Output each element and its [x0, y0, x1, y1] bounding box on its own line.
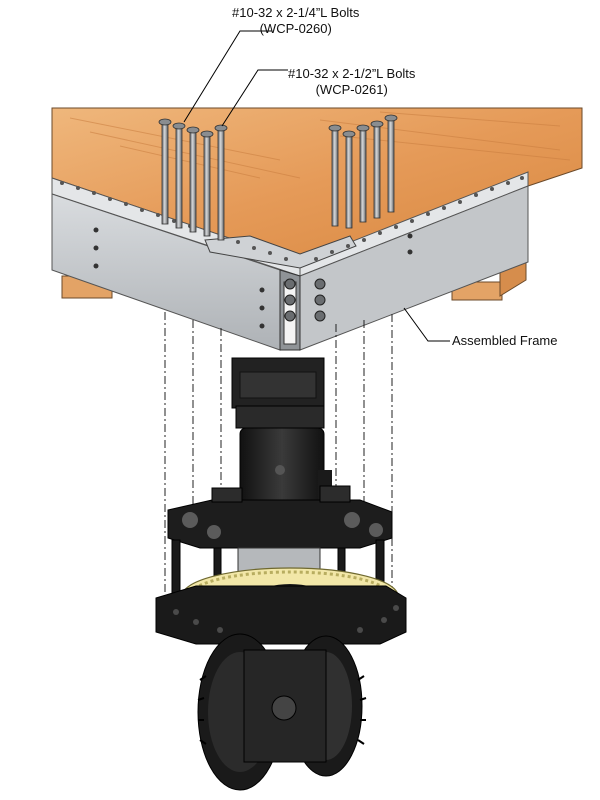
callout-assembled-frame-label: Assembled Frame [452, 333, 558, 348]
callout-long-bolts-spec: #10-32 x 2-1/2”L Bolts [288, 66, 416, 81]
callout-short-bolts-part-number: (WCP-0260) [259, 21, 332, 36]
bottom-plate [155, 585, 407, 645]
callout-long-bolts: #10-32 x 2-1/2”L Bolts (WCP-0261) [288, 66, 415, 98]
callout-short-bolts: #10-32 x 2-1/4”L Bolts (WCP-0260) [232, 5, 359, 37]
top-plate [167, 485, 393, 549]
callout-long-bolts-part-number: (WCP-0261) [315, 82, 388, 97]
swerve-module [155, 357, 407, 791]
callout-short-bolts-spec: #10-32 x 2-1/4”L Bolts [232, 5, 360, 20]
bolt-group-long [214, 114, 398, 241]
leader-lines [183, 30, 450, 342]
bolt-group-short [158, 118, 214, 237]
callout-assembled-frame: Assembled Frame [452, 333, 557, 349]
wheel [197, 633, 367, 791]
